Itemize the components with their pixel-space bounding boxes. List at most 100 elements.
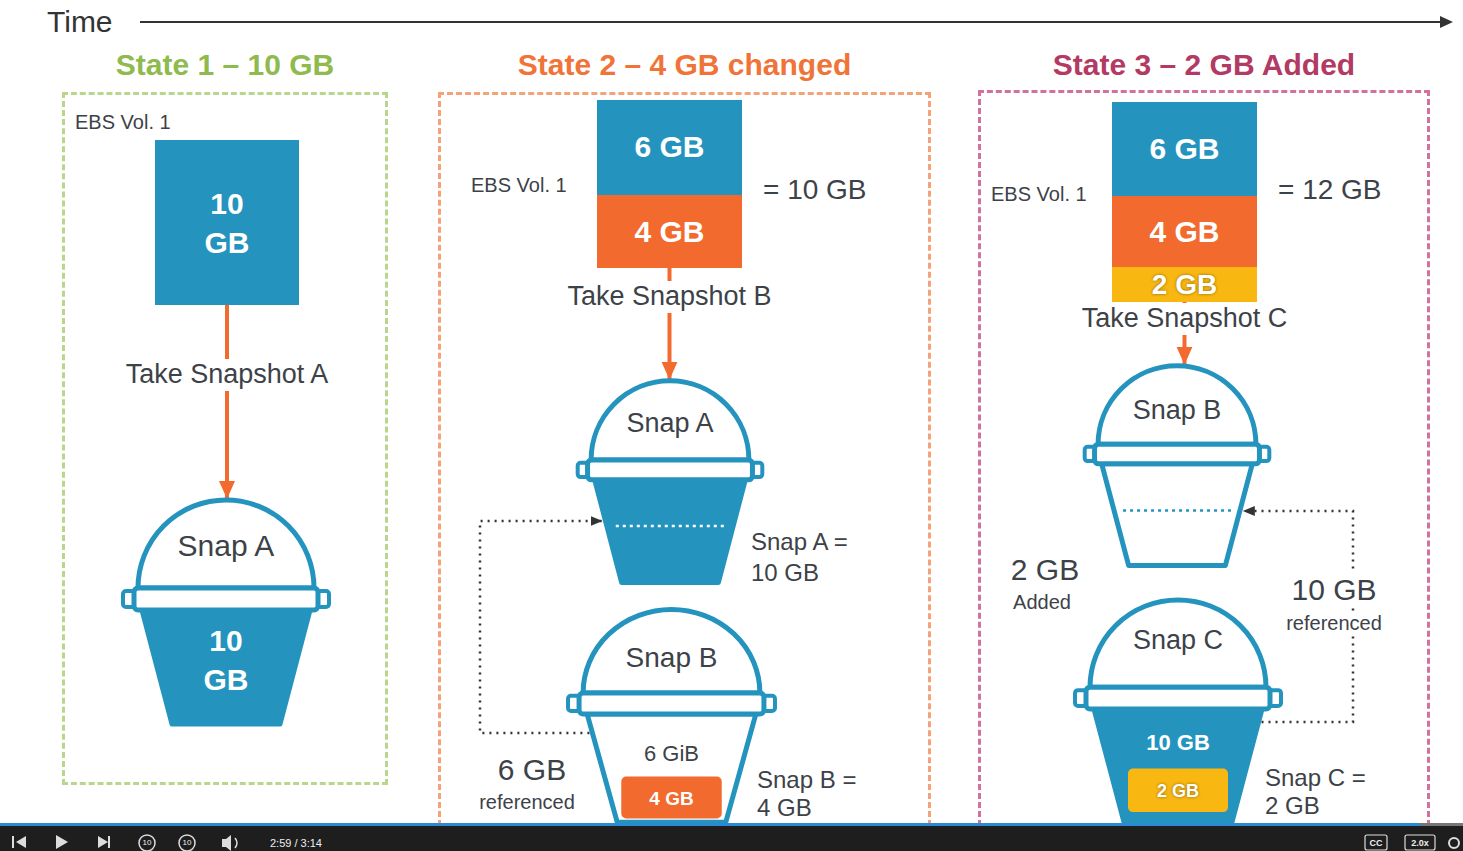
bucket-band [621, 777, 721, 819]
bucket-lid [591, 381, 749, 460]
snapshot-bucket: Snap A [575, 370, 765, 586]
size-text: 4 GB [634, 215, 704, 250]
ebs-volume: EBS Vol. 16 GB4 GB [597, 100, 742, 268]
bucket-outline [1102, 464, 1253, 566]
size-text: 10 GB [1146, 730, 1210, 755]
time-line [140, 21, 1442, 23]
bucket-outline [587, 714, 756, 822]
snapshot-bucket: Snap C 10 GB 2 GB [1072, 588, 1284, 826]
volume-icon [222, 835, 231, 851]
size-text: 2 GB [1157, 781, 1199, 802]
size-note: = 12 GB [1275, 174, 1385, 206]
size-note: Snap B = 4 GB [754, 766, 875, 821]
player-bar: 10 10 2:59 / 3:14 CC 2.0x [0, 823, 1463, 851]
volume-block: 10 GB [155, 140, 299, 305]
prev-icon [16, 836, 26, 848]
volume-name: EBS Vol. 1 [991, 183, 1087, 206]
skip-icon [179, 835, 195, 851]
bucket-rim [579, 693, 764, 714]
speed-button [1405, 835, 1435, 850]
snapshot-bucket: Snap A 10 GB [120, 488, 332, 728]
ebs-volume: EBS Vol. 110 GB [155, 140, 299, 305]
added-note: Added [1010, 591, 1074, 614]
time-arrowhead [1440, 16, 1453, 28]
settings-icon [1449, 838, 1459, 848]
state-panel: State 1 – 10 GBEBS Vol. 110 GBSnap A10 G… [62, 92, 388, 785]
size-text: 6 GB [1149, 132, 1219, 167]
bucket-lid [1090, 600, 1266, 687]
bucket-icon [1082, 355, 1272, 569]
bucket-outline [595, 480, 746, 583]
bucket-lid [138, 500, 314, 588]
snapshot-arrow [225, 305, 229, 499]
snapshot-bucket: Snap B6 GiB4 GB [565, 598, 778, 826]
size-text: 4 GB [1149, 215, 1219, 250]
volume-name: EBS Vol. 1 [75, 111, 171, 134]
skip-back-icon [139, 835, 155, 851]
action-label: Take Snapshot C [1079, 303, 1291, 334]
bucket-fill [120, 610, 332, 725]
bucket-rim [1086, 687, 1270, 709]
state-heading: State 1 – 10 GB [116, 48, 334, 83]
next-icon [108, 836, 110, 848]
cc-label: CC [1370, 838, 1383, 848]
size-text: 2 GB [1152, 269, 1217, 301]
play-icon [56, 835, 68, 849]
bucket-rim [588, 460, 753, 480]
reference-size: 6 GB [495, 753, 569, 788]
skip-seconds: 10 [183, 838, 192, 847]
size-note: = 10 GB [760, 174, 870, 206]
size-text: Snap A [178, 529, 275, 564]
speed-label: 2.0x [1411, 838, 1429, 848]
player-controls [0, 823, 1463, 851]
bucket-rim [134, 588, 318, 610]
action-label: Take Snapshot B [564, 281, 774, 312]
player-time: 2:59 / 3:14 [270, 837, 322, 850]
bucket-outline [142, 610, 310, 724]
bucket-icon [575, 370, 765, 586]
added-size: 2 GB [1008, 553, 1082, 588]
state-heading: State 2 – 4 GB changed [518, 48, 851, 83]
reference-note: referenced [1283, 612, 1385, 635]
cc-button [1365, 835, 1387, 850]
state-heading: State 3 – 2 GB Added [1053, 48, 1355, 83]
reference-size: 10 GB [1288, 573, 1379, 608]
bucket-body [587, 714, 756, 822]
size-note: Snap A = 10 GB [748, 526, 869, 588]
progress-rest [1420, 823, 1463, 826]
bucket-rim [1095, 444, 1260, 464]
axis-label: Time [47, 5, 113, 40]
bucket-lid [1098, 366, 1256, 445]
volume-icon [235, 838, 237, 848]
action-label: Take Snapshot A [123, 359, 332, 390]
size-text: 10 GB [196, 621, 256, 699]
size-text: Snap B [626, 642, 718, 674]
volume-block: 2 GB [1112, 267, 1257, 302]
bucket-band [1128, 768, 1228, 812]
snapshot-bucket: Snap B [1082, 355, 1272, 569]
size-text: 10 GB [197, 184, 257, 262]
bucket-fill [1072, 709, 1284, 823]
next-icon [98, 836, 108, 848]
size-note: Snap C = 2 GB [1262, 764, 1383, 819]
size-text: 6 GB [634, 130, 704, 165]
size-text: 4 GB [649, 788, 693, 810]
volume-block: 4 GB [1112, 196, 1257, 267]
volume-block: 6 GB [597, 100, 742, 195]
progress-bar [0, 823, 1420, 826]
size-text: Snap A [626, 408, 713, 439]
bucket-body [1102, 464, 1253, 566]
size-text: Snap C [1133, 625, 1223, 656]
skip-seconds: 10 [143, 838, 152, 847]
size-text: Snap B [1133, 395, 1222, 426]
volume-block: 6 GB [1112, 102, 1257, 196]
ebs-volume: EBS Vol. 16 GB4 GB2 GB [1112, 102, 1257, 302]
level-line [616, 525, 724, 528]
bucket-outline [1094, 709, 1262, 822]
reference-note: referenced [476, 791, 578, 814]
prev-icon [12, 836, 14, 848]
volume-name: EBS Vol. 1 [471, 174, 567, 197]
volume-block: 4 GB [597, 195, 742, 268]
level-line [1123, 509, 1231, 512]
